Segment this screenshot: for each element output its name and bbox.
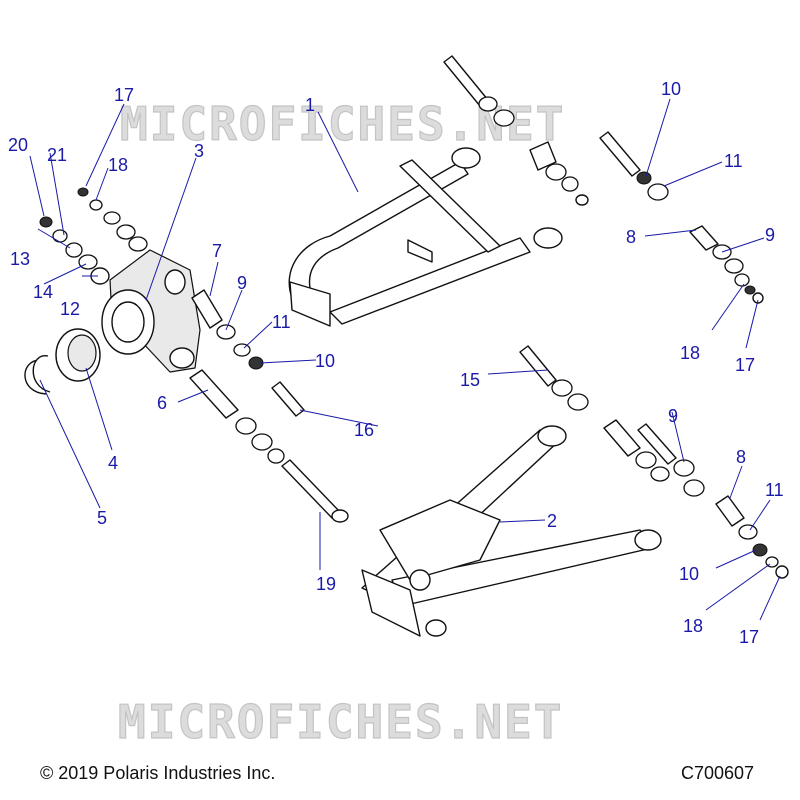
callout-4: 4 — [108, 453, 118, 473]
callout-21: 21 — [47, 145, 67, 165]
figure-code: C700607 — [681, 763, 755, 783]
callout-20: 20 — [8, 135, 28, 155]
callout-18-upper: 18 — [680, 343, 700, 363]
callout-11-knuckle: 11 — [272, 312, 291, 332]
callout-2: 2 — [547, 511, 557, 531]
upper-control-arm — [288, 147, 563, 327]
callout-17-lower: 17 — [739, 627, 759, 647]
callout-9-knuckle: 9 — [237, 273, 247, 293]
callout-18-lower: 18 — [683, 616, 703, 636]
hub-knuckle — [101, 249, 201, 373]
callout-8-upper: 8 — [626, 227, 636, 247]
callout-12: 12 — [60, 299, 80, 319]
callout-14: 14 — [33, 282, 53, 302]
callout-13: 13 — [10, 249, 30, 269]
lower-knuckle-bushing-set — [189, 369, 349, 523]
callout-1: 1 — [305, 95, 315, 115]
callout-9-lower: 9 — [668, 406, 678, 426]
lower-arm-rear-bolt-stack — [603, 419, 789, 579]
callout-3: 3 — [194, 141, 204, 161]
callout-9-upper: 9 — [765, 225, 775, 245]
callout-10-lower: 10 — [679, 564, 699, 584]
snap-ring — [24, 355, 51, 395]
upper-arm-front-bolt-stack — [443, 55, 589, 206]
callout-labels: 1 2 3 4 5 6 7 8 8 9 9 9 10 10 10 11 11 1… — [8, 79, 784, 647]
callout-17-upper: 17 — [735, 355, 755, 375]
callout-11-lower: 11 — [765, 480, 784, 500]
knuckle-top-hardware — [77, 187, 148, 252]
callout-15: 15 — [460, 370, 480, 390]
lower-control-arm — [361, 425, 662, 637]
callout-10-knuckle: 10 — [315, 351, 335, 371]
callout-5: 5 — [97, 508, 107, 528]
callout-18-knuckle: 18 — [108, 155, 128, 175]
callout-8-lower: 8 — [736, 447, 746, 467]
callout-10-upper: 10 — [661, 79, 681, 99]
callout-16: 16 — [354, 420, 374, 440]
copyright-notice: © 2019 Polaris Industries Inc. — [40, 763, 276, 783]
upper-knuckle-bushing-set — [191, 289, 305, 417]
watermark-bottom: MICROFICHES.NET — [118, 695, 563, 749]
leader-lines — [29, 98, 781, 621]
callout-11-upper: 11 — [724, 151, 743, 171]
lower-arm-front-bolt-stack — [519, 345, 589, 411]
callout-17-knuckle: 17 — [114, 85, 134, 105]
knuckle-washer-stack — [39, 216, 110, 285]
callout-7: 7 — [212, 241, 222, 261]
wheel-bearing — [55, 328, 101, 382]
callout-19: 19 — [316, 574, 336, 594]
callout-6: 6 — [157, 393, 167, 413]
upper-arm-rear-bolt-stack — [599, 131, 764, 304]
